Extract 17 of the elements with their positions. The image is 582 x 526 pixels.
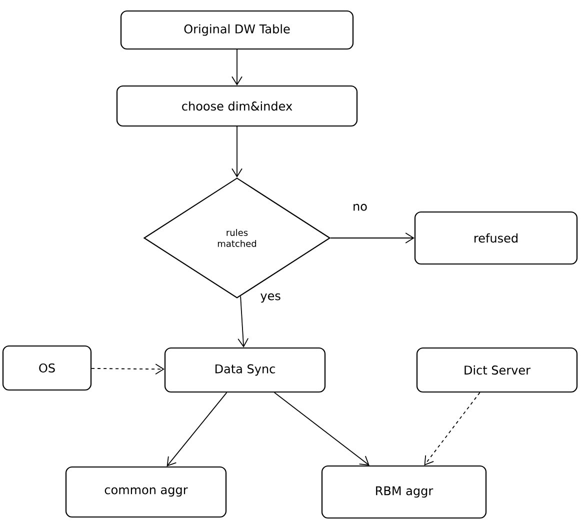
- process-box: OS: [2, 345, 92, 391]
- arrow: [330, 232, 414, 244]
- process-box: refused: [414, 211, 578, 265]
- process-box: RBM aggr: [321, 465, 487, 519]
- process-box: choose dim&index: [116, 85, 358, 127]
- arrow: [91, 364, 164, 375]
- arrow: [274, 392, 370, 466]
- arrow: [238, 296, 249, 348]
- arrow: [232, 49, 242, 86]
- process-box: common aggr: [65, 466, 227, 518]
- arrow: [232, 126, 242, 178]
- arrow: [424, 392, 480, 466]
- edge-label: no: [352, 202, 368, 212]
- process-box: Data Sync: [164, 347, 326, 393]
- arrow: [166, 392, 228, 466]
- process-box: Dict Server: [416, 347, 578, 393]
- process-box: Original DW Table: [120, 10, 354, 50]
